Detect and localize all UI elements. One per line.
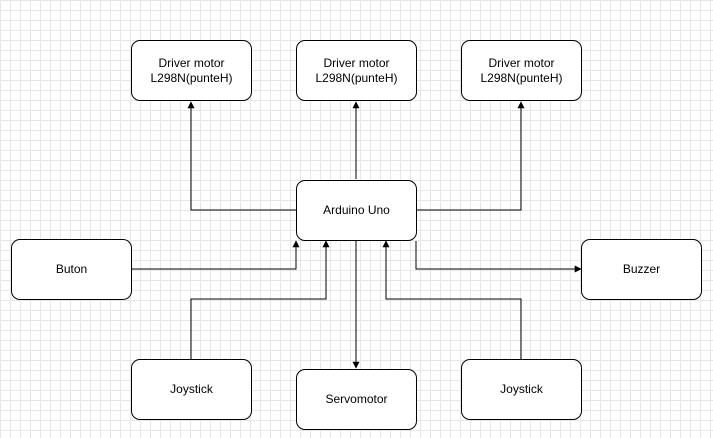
servomotor-node: Servomotor xyxy=(296,369,417,430)
joystick-left-node: Joystick xyxy=(131,359,252,420)
driver-motor-node-1: Driver motor L298N(punteH) xyxy=(131,40,252,101)
driver-motor-node-2-line2: L298N(punteH) xyxy=(315,70,398,85)
edge-buton-to-arduino xyxy=(131,240,300,270)
buton-node: Buton xyxy=(11,239,132,300)
driver-motor-node-1-line1: Driver motor xyxy=(158,55,225,70)
servomotor-label: Servomotor xyxy=(325,392,388,406)
joystick-right-node: Joystick xyxy=(461,359,582,420)
driver-motor-node-1-line2: L298N(punteH) xyxy=(150,70,233,85)
edge-joystick-left-to-arduino xyxy=(190,240,330,359)
joystick-right-label: Joystick xyxy=(500,382,543,396)
arduino-uno-label: Arduino Uno xyxy=(323,203,390,217)
edge-joystick-right-to-arduino xyxy=(382,240,522,359)
joystick-left-label: Joystick xyxy=(170,382,213,396)
edge-arduino-to-driver3 xyxy=(416,101,525,211)
buzzer-label: Buzzer xyxy=(622,262,661,276)
buton-label: Buton xyxy=(55,262,88,276)
driver-motor-node-3-line2: L298N(punteH) xyxy=(480,70,563,85)
edge-arduino-to-buzzer xyxy=(415,241,582,273)
driver-motor-node-3-line1: Driver motor xyxy=(488,55,555,70)
driver-motor-node-3: Driver motor L298N(punteH) xyxy=(461,40,582,101)
edge-arduino-to-driver1 xyxy=(187,101,296,211)
driver-motor-node-2: Driver motor L298N(punteH) xyxy=(296,40,417,101)
driver-motor-node-2-line1: Driver motor xyxy=(323,55,390,70)
buzzer-node: Buzzer xyxy=(581,239,702,300)
arduino-uno-node: Arduino Uno xyxy=(296,180,417,241)
